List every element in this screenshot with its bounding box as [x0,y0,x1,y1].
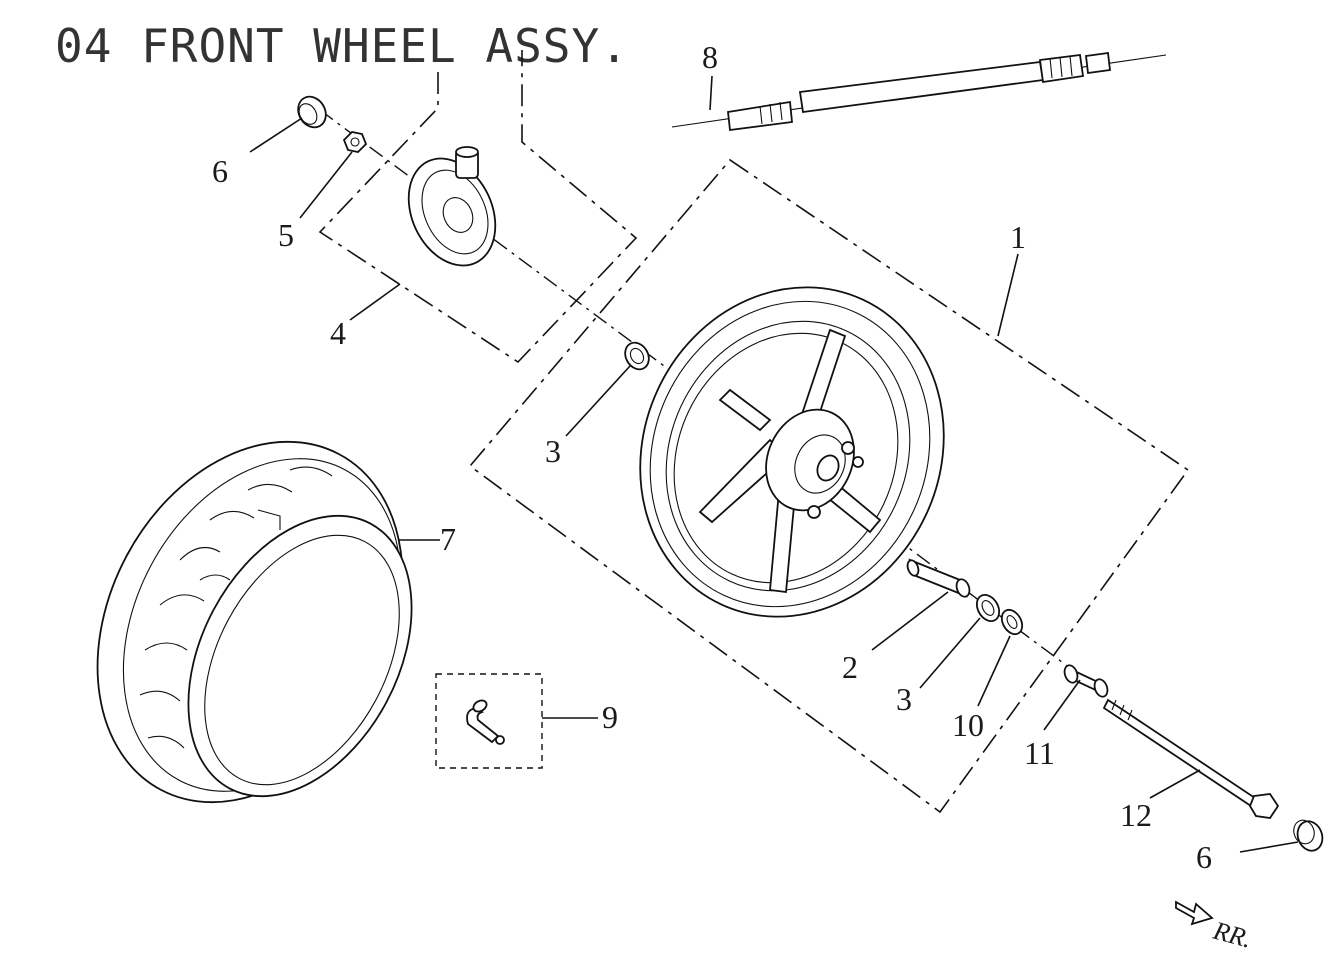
callout-7: 7 [440,521,456,557]
callout-6-lower: 6 [1196,839,1212,875]
spacer-collar [906,558,971,598]
nut [342,131,368,153]
bearing-upper [624,341,650,371]
valve-group-outline [435,673,543,769]
callout-8: 8 [702,39,718,75]
leader-11 [1043,679,1081,731]
wheel-group-outline [468,158,1190,814]
callout-10: 10 [952,707,984,743]
callout-11: 11 [1024,735,1055,771]
callout-1: 1 [1010,219,1026,255]
leader-3-upper [565,365,631,437]
leader-2 [871,591,949,651]
leader-12 [1149,769,1201,799]
diagram-title: 04 FRONT WHEEL ASSY. [55,19,629,73]
speedometer-gear-box [407,146,497,267]
valve [466,699,505,745]
leader-8 [709,75,713,111]
callout-12: 12 [1120,797,1152,833]
cap-upper [297,95,327,129]
leader-5 [299,151,353,219]
leader-1 [997,253,1019,337]
front-axle [1102,698,1280,819]
callout-3-upper: 3 [545,433,561,469]
leader-4 [349,283,401,321]
callout-6-upper: 6 [212,153,228,189]
direction-label: RR. [1209,916,1254,954]
callout-3-lower: 3 [896,681,912,717]
speedometer-cable [671,51,1167,132]
tire [96,440,413,804]
bearing-lower [975,593,1001,623]
callout-5: 5 [278,217,294,253]
oil-seal [1000,608,1024,636]
side-collar [1063,664,1109,698]
callout-2: 2 [842,649,858,685]
cap-lower [1293,819,1324,852]
arrow-icon [1175,900,1214,926]
leader-3-lower [919,617,981,689]
leader-6-upper [249,117,303,153]
callout-4: 4 [330,315,346,351]
gear-box-group-outline [318,50,638,364]
callout-9: 9 [602,699,618,735]
wheel-rim [639,286,945,618]
leader-10 [977,635,1011,707]
leader-6-lower [1239,841,1299,853]
